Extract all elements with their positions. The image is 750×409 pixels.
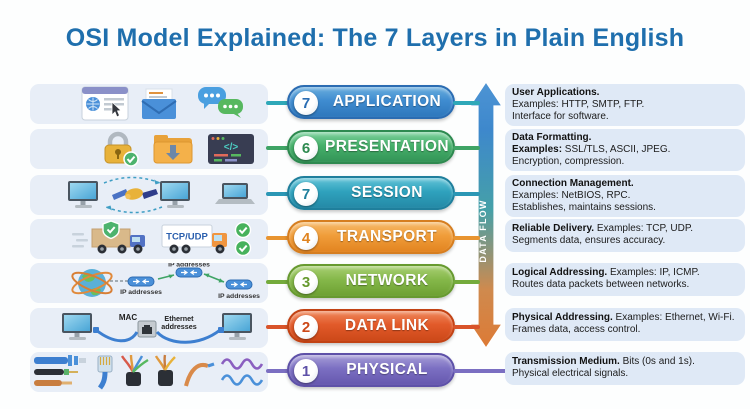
- chat-icon: [198, 87, 243, 118]
- datalink-icons: MAC Ethernet addresses: [30, 308, 268, 348]
- ip-addresses-label: IP addresses: [218, 293, 260, 300]
- rj45-connector-icon: [97, 355, 113, 390]
- left-connector: [266, 192, 289, 196]
- left-connector: [266, 280, 289, 284]
- layer-pill-network: 3 NETWORK: [287, 264, 455, 298]
- monitor-icon: [68, 181, 98, 208]
- router-icon: [175, 267, 203, 278]
- transport-icons: TCP/UDP: [30, 219, 268, 259]
- monitor-icon: [222, 313, 252, 340]
- physical-icons: [30, 352, 268, 392]
- layer-number-badge: 2: [294, 315, 318, 339]
- layer-pill-presentation: 6 PRESENTATION: [287, 130, 455, 164]
- right-connector: [453, 146, 480, 150]
- mac-label: MAC: [119, 313, 137, 322]
- layer-name: PRESENTATION: [325, 138, 449, 155]
- application-icons: [30, 84, 268, 124]
- right-connector: [453, 236, 480, 240]
- ethernet-addresses-label: addresses: [161, 322, 197, 331]
- cables-icon: [34, 355, 86, 386]
- layer-name: APPLICATION: [332, 93, 442, 110]
- layer-number-badge: 4: [294, 226, 318, 250]
- left-connector: [266, 369, 289, 373]
- monitor-icon: [62, 313, 92, 340]
- laptop-icon: [215, 183, 255, 204]
- router-icon: [225, 279, 253, 290]
- layer-row-transport: TCP/UDP 4 TRANSPORT: [30, 219, 745, 261]
- layer-number-badge: 7: [294, 182, 318, 206]
- page-title: OSI Model Explained: The 7 Layers in Pla…: [65, 24, 685, 52]
- browser-icon: [81, 86, 129, 121]
- signal-waves-icon: [220, 358, 264, 386]
- svg-text:TCP/UDP: TCP/UDP: [166, 232, 208, 243]
- layer-description-presentation: Data Formatting. Examples: SSL/TLS, ASCI…: [505, 129, 745, 171]
- layer-row-datalink: MAC Ethernet addresses 2 DATA LINK Physi…: [30, 308, 745, 350]
- layer-number-badge: 7: [294, 91, 318, 115]
- globe-icon: [71, 269, 113, 297]
- network-icons: IP addresses IP addresses IP addresses: [30, 263, 268, 303]
- stripped-cable-icon: [120, 354, 149, 386]
- layer-description-application: User Applications. Examples: HTTP, SMTP,…: [505, 84, 745, 126]
- left-connector: [266, 146, 289, 150]
- layer-name: SESSION: [351, 184, 423, 201]
- ip-addresses-label: IP addresses: [120, 289, 162, 296]
- layer-row-application: 7 APPLICATION User Applications. Example…: [30, 84, 745, 126]
- layer-name: TRANSPORT: [336, 228, 438, 245]
- right-connector: [453, 369, 507, 373]
- right-connector: [453, 280, 480, 284]
- stripped-cable-icon: [154, 354, 176, 386]
- layer-name: NETWORK: [345, 272, 429, 289]
- left-connector: [266, 325, 289, 329]
- monitor-icon: [160, 181, 190, 208]
- layer-row-physical: 1 PHYSICAL Transmission Medium. Bits (0s…: [30, 352, 745, 394]
- layer-row-presentation: </> 6 PRESENTATION Data Formatting. Exam…: [30, 129, 745, 171]
- email-icon: [141, 88, 177, 119]
- layer-pill-physical: 1 PHYSICAL: [287, 353, 455, 387]
- presentation-icons: </>: [30, 129, 268, 169]
- lock-icon: [104, 131, 139, 167]
- left-connector: [266, 101, 289, 105]
- bent-wire-icon: [184, 362, 215, 387]
- layer-pill-datalink: 2 DATA LINK: [287, 309, 455, 343]
- delivery-truck-icon: [72, 220, 145, 254]
- data-flow-label: DATA FLOW: [478, 199, 488, 262]
- layer-pill-transport: 4 TRANSPORT: [287, 220, 455, 254]
- layer-description-datalink: Physical Addressing. Examples: Ethernet,…: [505, 308, 745, 341]
- ip-addresses-label: IP addresses: [168, 263, 210, 269]
- tcpudp-truck-icon: TCP/UDP: [161, 224, 227, 254]
- layer-description-physical: Transmission Medium. Bits (0s and 1s). P…: [505, 352, 745, 385]
- folder-download-icon: [153, 135, 193, 164]
- svg-text:</>: </>: [224, 142, 239, 153]
- layer-name: DATA LINK: [344, 317, 430, 334]
- check-icon: [234, 221, 252, 239]
- router-icon: [127, 276, 155, 287]
- layer-pill-application: 7 APPLICATION: [287, 85, 455, 119]
- handshake-icon: [112, 188, 158, 200]
- right-connector: [453, 325, 480, 329]
- right-connector: [453, 101, 480, 105]
- layer-description-session: Connection Management. Examples: NetBIOS…: [505, 175, 745, 217]
- left-connector: [266, 236, 289, 240]
- layer-row-network: IP addresses IP addresses IP addresses 3…: [30, 263, 745, 305]
- check-icon: [234, 239, 252, 257]
- code-window-icon: </>: [208, 134, 254, 164]
- layer-description-transport: Reliable Delivery. Examples: TCP, UDP. S…: [505, 219, 745, 252]
- layer-name: PHYSICAL: [346, 361, 428, 378]
- ethernet-addresses-label: Ethernet: [164, 314, 194, 323]
- layer-pill-session: 7 SESSION: [287, 176, 455, 210]
- layer-number-badge: 6: [294, 136, 318, 160]
- layer-description-network: Logical Addressing. Examples: IP, ICMP. …: [505, 263, 745, 296]
- session-icons: [30, 175, 268, 215]
- layer-number-badge: 3: [294, 270, 318, 294]
- right-connector: [453, 192, 480, 196]
- layer-number-badge: 1: [294, 359, 318, 383]
- layer-row-session: 7 SESSION Connection Management. Example…: [30, 175, 745, 217]
- ethernet-port-icon: [137, 320, 157, 338]
